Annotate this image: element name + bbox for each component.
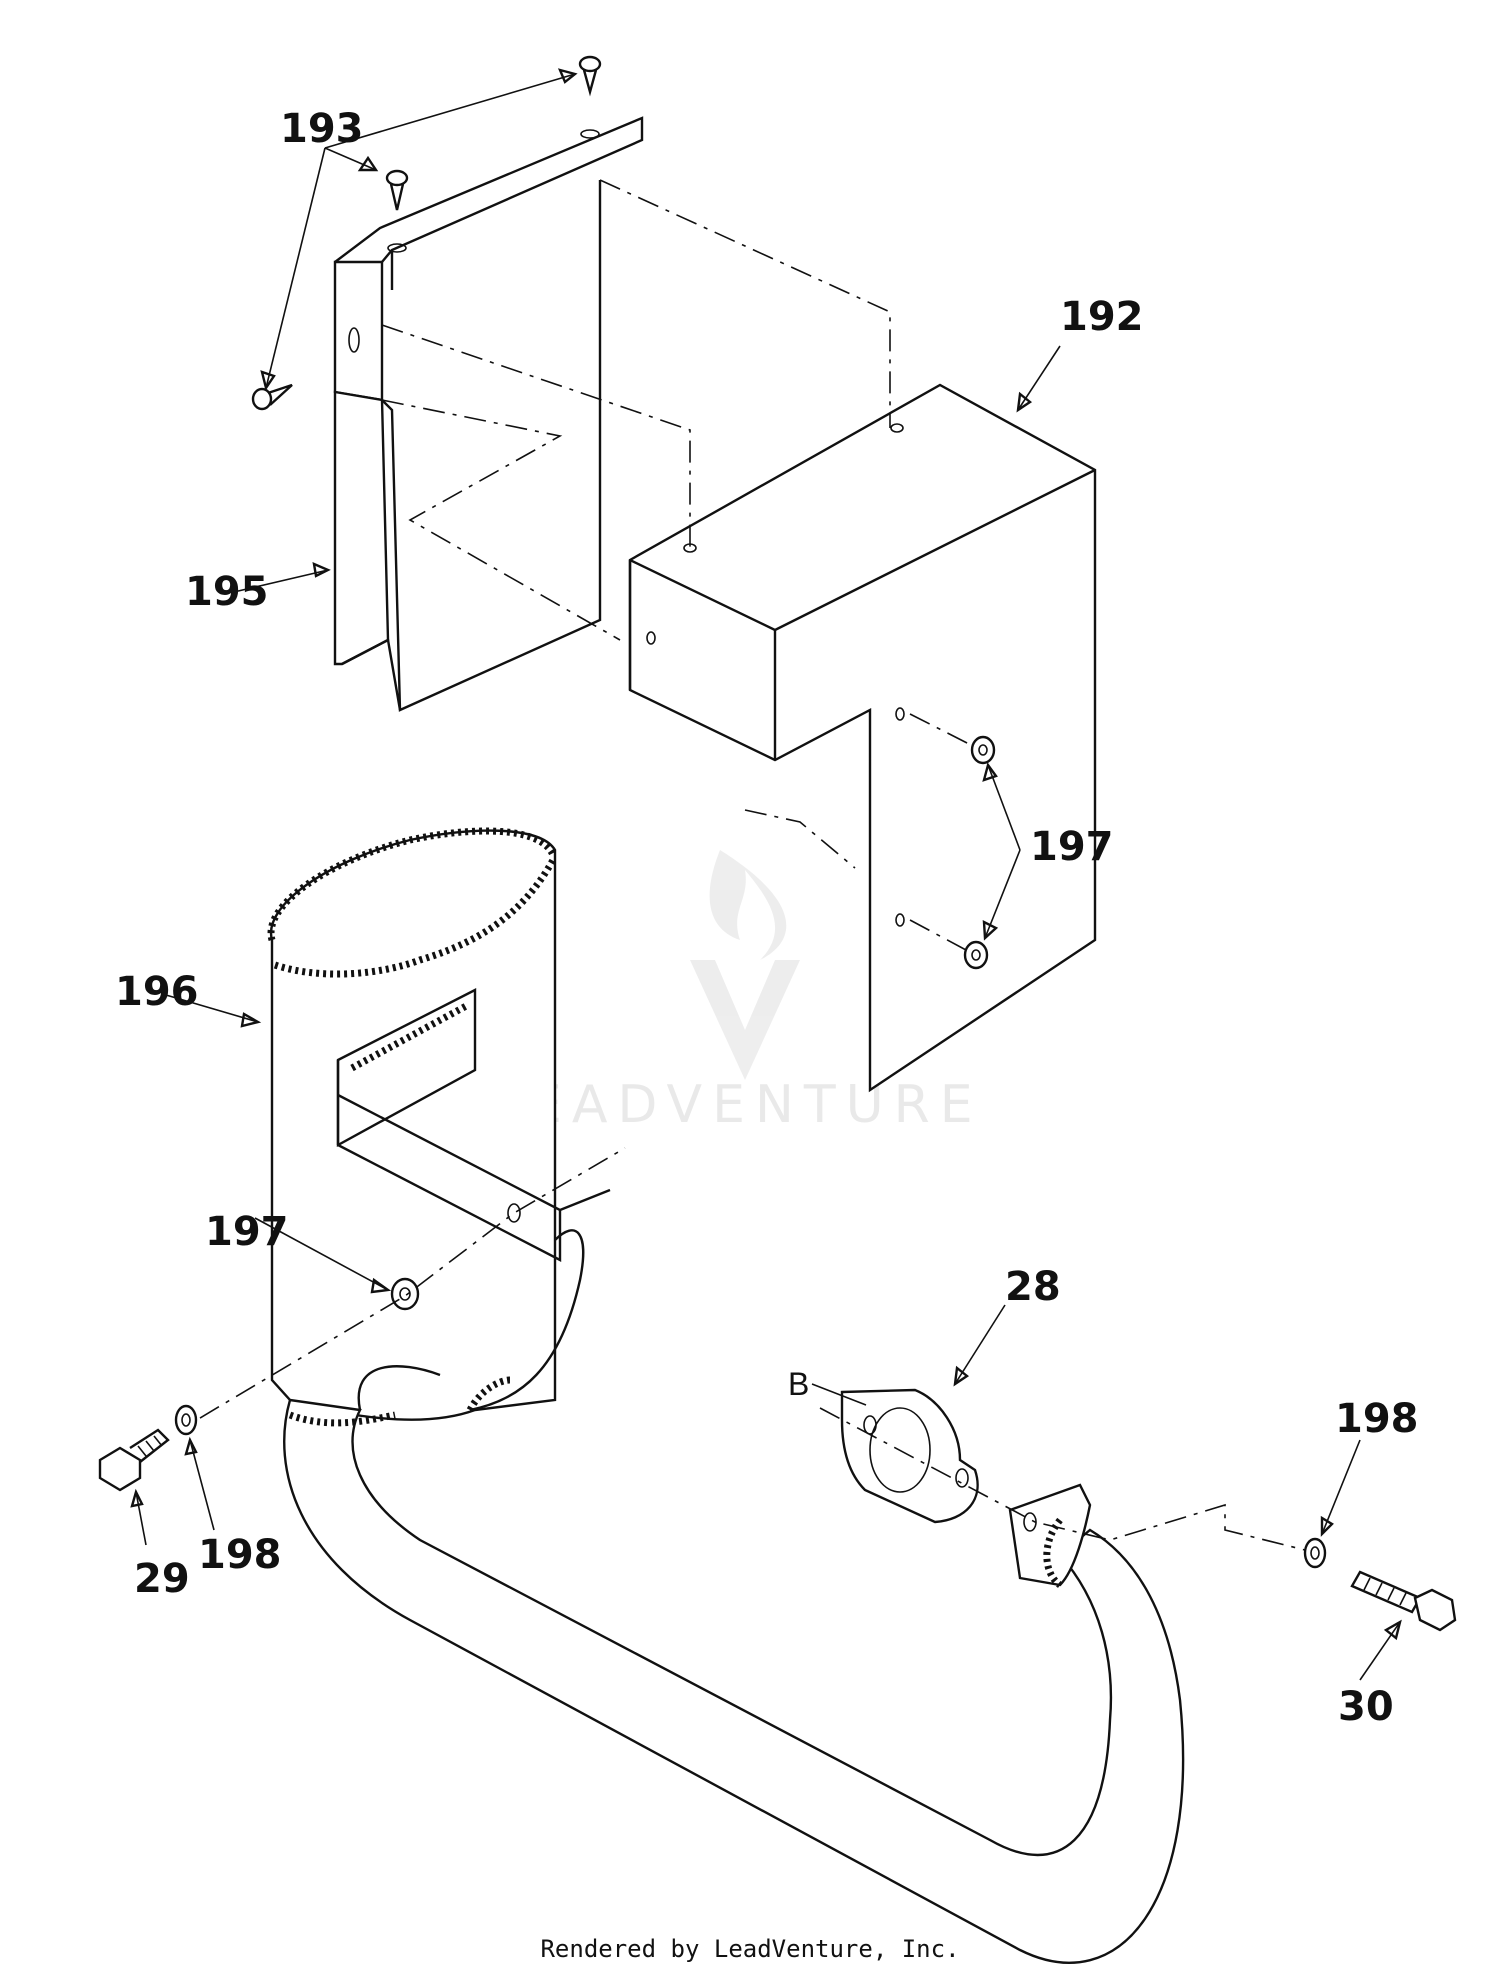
screw-193-side [251, 383, 293, 411]
callout-198-left: 198 [198, 1532, 282, 1578]
screw-193-top-right [578, 55, 602, 97]
bolt-29 [98, 1428, 170, 1492]
part-195-bracket [333, 116, 644, 712]
watermark-logo [690, 850, 800, 1080]
washer-197-muffler [390, 1277, 420, 1311]
watermark-text: LEADVENTURE [490, 1075, 983, 1135]
callout-198-right: 198 [1335, 1396, 1419, 1442]
callout-192: 192 [1060, 294, 1144, 340]
callout-30: 30 [1338, 1684, 1394, 1730]
callout-196: 196 [115, 969, 199, 1015]
callout-28: 28 [1005, 1264, 1061, 1310]
callout-193: 193 [280, 106, 364, 152]
part-196-muffler [267, 827, 1185, 1964]
footer-credit: Rendered by LeadVenture, Inc. [540, 1935, 960, 1963]
bolt-30 [1350, 1570, 1457, 1632]
washer-197-lower [963, 940, 989, 970]
callout-29: 29 [134, 1556, 190, 1602]
washer-198-left [174, 1404, 198, 1436]
callout-B: B [788, 1366, 809, 1402]
callout-195: 195 [185, 569, 269, 615]
washer-197-upper [970, 735, 996, 765]
leader-lines [130, 68, 1402, 1681]
callout-197-muffler: 197 [205, 1209, 289, 1255]
washer-198-right [1303, 1537, 1327, 1569]
part-192-shield [628, 383, 1097, 1093]
callout-197-shield: 197 [1030, 824, 1114, 870]
alignment-lines [199, 179, 1306, 1551]
screw-193-top-left [385, 169, 409, 211]
